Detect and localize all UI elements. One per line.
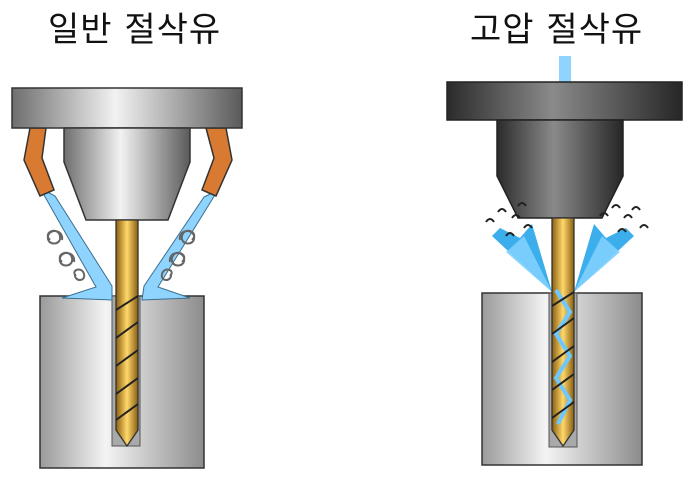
coolant-hose-left — [23, 127, 55, 197]
drill-flutes-right — [551, 291, 575, 419]
drill-bit-right — [551, 217, 575, 448]
high-pressure-coolant-diagram — [446, 56, 683, 466]
coolant-hose-right — [201, 127, 233, 197]
metal-chips-right — [485, 202, 649, 237]
metal-chips-left — [46, 229, 196, 281]
drill-coolant-channels-right — [553, 288, 573, 425]
tool-holder-right — [496, 119, 624, 219]
coolant-stream-right — [141, 188, 220, 301]
conventional-coolant-diagram — [11, 87, 243, 469]
title-high-pressure-coolant: 고압 절삭유 — [470, 10, 644, 50]
high-pressure-jets — [492, 224, 634, 292]
spindle-plate-right — [446, 81, 683, 121]
coolant-stream-left — [38, 186, 113, 301]
tool-holder-left — [63, 127, 191, 221]
coolant-inlet-right — [559, 56, 571, 82]
spindle-plate-left — [11, 87, 243, 129]
drill-flutes-left — [115, 295, 139, 421]
title-conventional-coolant: 일반 절삭유 — [48, 10, 222, 50]
